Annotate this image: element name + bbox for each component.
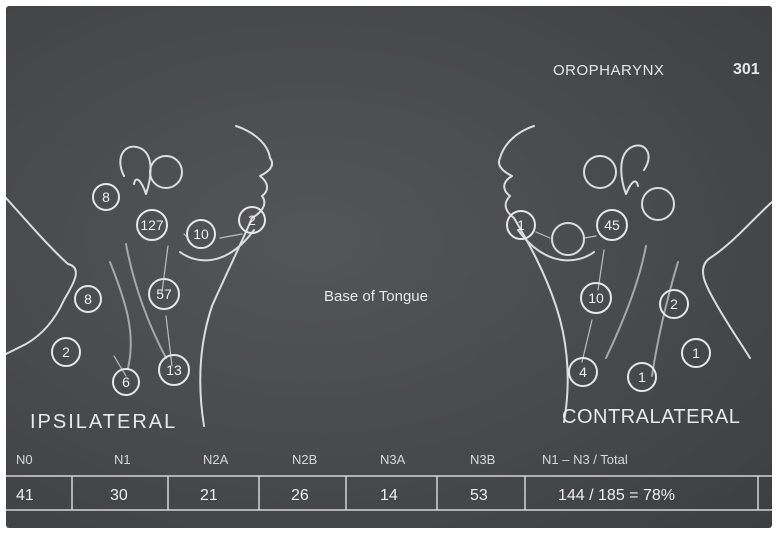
header-n2b: N2B <box>292 452 317 467</box>
value-n2b: 26 <box>291 487 309 505</box>
header-total: N1 – N3 / Total <box>542 452 628 467</box>
header-n2a: N2A <box>203 452 228 467</box>
ipsilateral-label: IPSILATERAL <box>30 411 177 434</box>
right-neck-outline <box>703 202 772 358</box>
contralateral-node-count: 1 <box>517 217 525 233</box>
value-n0: 41 <box>16 487 34 505</box>
value-n3a: 14 <box>380 487 398 505</box>
left-face-outline <box>200 126 272 426</box>
contralateral-node-count: 45 <box>604 217 620 233</box>
contralateral-node-count: 1 <box>638 369 646 385</box>
ipsilateral-node-count: 57 <box>156 286 172 302</box>
value-n3b: 53 <box>470 487 488 505</box>
value-total: 144 / 185 = 78% <box>558 487 675 505</box>
ipsilateral-nodes: 8 127 10 2 8 57 2 6 13 <box>52 184 265 395</box>
left-ear <box>120 147 150 194</box>
ipsilateral-node-count: 8 <box>102 189 110 205</box>
header-n3a: N3A <box>380 452 405 467</box>
header-n1: N1 <box>114 452 131 467</box>
contralateral-node-count: 2 <box>670 296 678 312</box>
contralateral-node-count: 4 <box>579 364 587 380</box>
contralateral-nodes: 1 45 10 2 4 1 1 <box>507 210 710 391</box>
ipsilateral-node-count: 6 <box>122 374 130 390</box>
empty-node <box>584 156 616 188</box>
value-n1: 30 <box>110 487 128 505</box>
right-muscle-line <box>606 246 646 358</box>
contralateral-node-count: 1 <box>692 345 700 361</box>
empty-node <box>642 188 674 220</box>
empty-node <box>552 223 584 255</box>
chalkboard-figure: OROPHARYNX 301 <box>6 6 772 528</box>
empty-node <box>150 156 182 188</box>
contralateral-node-count: 10 <box>588 290 604 306</box>
left-neck-outline <box>6 198 76 354</box>
contralateral-label: CONTRALATERAL <box>562 406 740 429</box>
ipsilateral-node-count: 127 <box>140 217 164 233</box>
header-n0: N0 <box>16 452 33 467</box>
ipsilateral-node-count: 2 <box>248 212 256 228</box>
base-of-tongue-label: Base of Tongue <box>324 288 428 305</box>
ipsilateral-node-count: 13 <box>166 362 182 378</box>
right-face-outline <box>499 126 568 422</box>
ipsilateral-node-count: 2 <box>62 344 70 360</box>
ipsilateral-node-count: 8 <box>84 291 92 307</box>
value-n2a: 21 <box>200 487 218 505</box>
left-muscle-line-2 <box>110 262 131 368</box>
ipsilateral-node-count: 10 <box>193 226 209 242</box>
right-ear <box>621 145 648 194</box>
header-n3b: N3B <box>470 452 495 467</box>
right-muscle-line-2 <box>652 262 678 376</box>
